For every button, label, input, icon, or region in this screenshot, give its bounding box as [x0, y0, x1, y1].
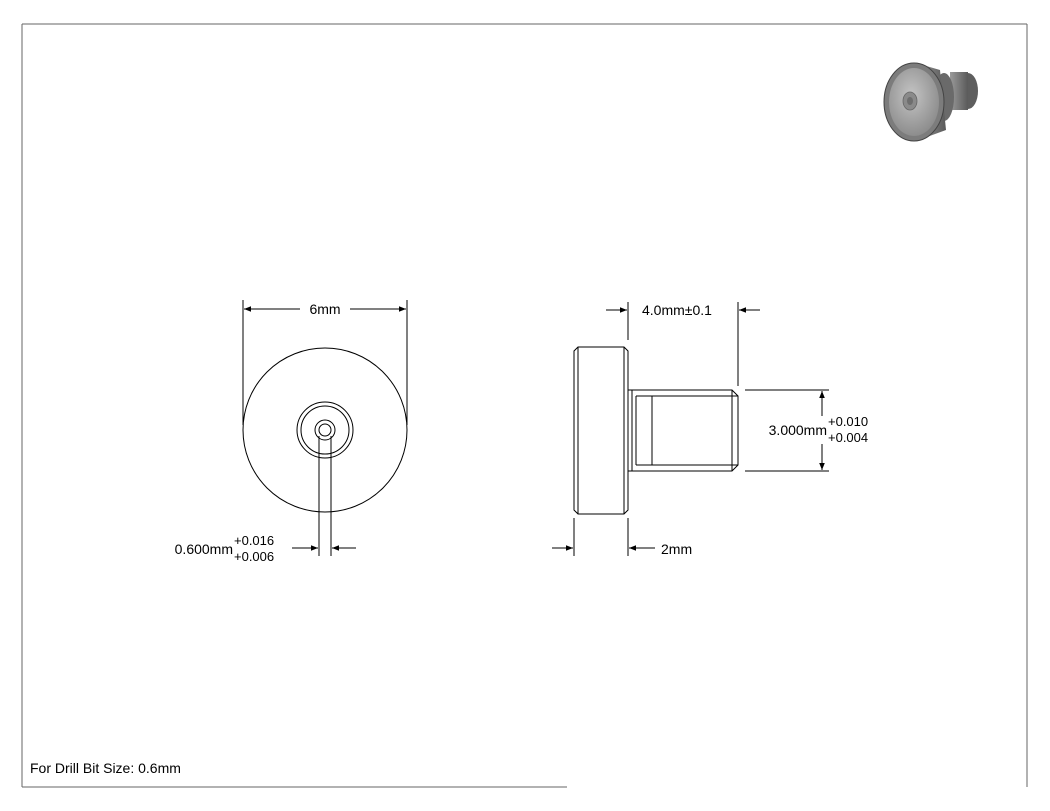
outer-diameter-circle [242, 347, 408, 513]
hole-label: 0.600mm [175, 541, 233, 557]
side-view [573, 346, 739, 515]
head-profile [573, 346, 629, 515]
counterbore-circle-outer [296, 401, 354, 459]
sheet-border [21, 23, 1028, 788]
drill-bit-caption: For Drill Bit Size: 0.6mm [30, 760, 181, 776]
shank-tolerance-upper: +0.010 [828, 414, 868, 429]
shank-profile [627, 389, 739, 472]
head-dimension [552, 518, 655, 556]
hole-circle-outer [314, 419, 336, 441]
diameter-dimension [242, 300, 408, 425]
head-label: 2mm [661, 541, 692, 557]
counterbore-circle-inner [300, 405, 350, 455]
hole-circle-inner [318, 423, 332, 437]
front-view [242, 347, 408, 513]
isometric-view [883, 62, 978, 142]
length-label: 4.0mm±0.1 [642, 302, 712, 318]
hole-tolerance-lower: +0.006 [234, 549, 274, 564]
diameter-label: 6mm [309, 301, 340, 317]
hole-dimension [292, 436, 356, 556]
length-dimension [606, 302, 760, 386]
hole-tolerance-upper: +0.016 [234, 533, 274, 548]
shank-label: 3.000mm [769, 422, 827, 438]
shank-tolerance-lower: +0.004 [828, 430, 868, 445]
shank-dimension [745, 389, 829, 472]
